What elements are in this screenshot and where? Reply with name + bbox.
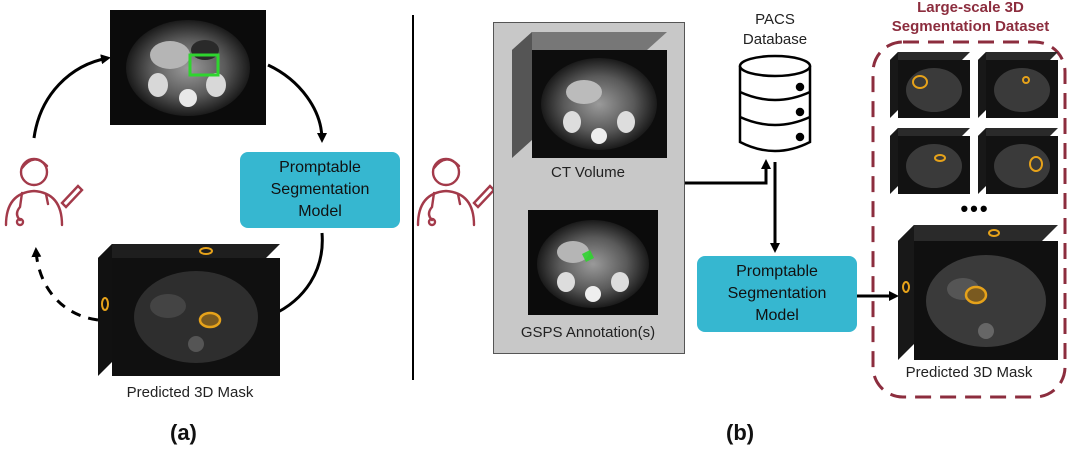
dataset-mask-caption: Predicted 3D Mask [905,364,1033,381]
pacs-label: PACS Database [742,11,808,48]
dataset-large-cube [898,225,1058,360]
pacs-database-icon [738,54,812,153]
gsps-caption: GSPS Annotation(s) [520,324,656,341]
promptable-segmentation-model-box: Promptable Segmentation Model [240,152,400,228]
annotation-mark [582,250,594,262]
predicted-3d-mask-cube [98,244,280,376]
promptable-segmentation-model-box: Promptable Segmentation Model [697,256,857,332]
mask-caption: Predicted 3D Mask [126,384,254,401]
ellipsis: ••• [960,196,990,221]
arrow-ct-to-pacs [683,159,771,185]
dataset-sample-cube [890,128,970,194]
ct-volume-caption: CT Volume [551,164,625,181]
panel-b-label: (b) [726,420,755,445]
annotation-box [188,53,220,77]
arrow-model-to-mask [269,232,324,317]
clinician-icon [4,157,84,227]
arrow-mask-to-clinician-dashed [31,247,99,322]
gsps-annotation-image [528,210,658,315]
ct-slice-image [110,10,266,125]
clinician-icon [416,157,496,227]
arrow-ct-to-model [267,63,327,143]
dataset-sample-cube [978,52,1058,118]
dataset-title: Large-scale 3D Segmentation Dataset [891,0,1050,35]
arrow-clinician-to-ct [32,54,111,139]
dataset-dashed-border [871,40,1067,399]
dataset-sample-cube [978,128,1058,194]
ct-volume-cube [512,32,667,158]
dataset-sample-cube [890,52,970,118]
panel-a-label: (a) [170,420,197,445]
